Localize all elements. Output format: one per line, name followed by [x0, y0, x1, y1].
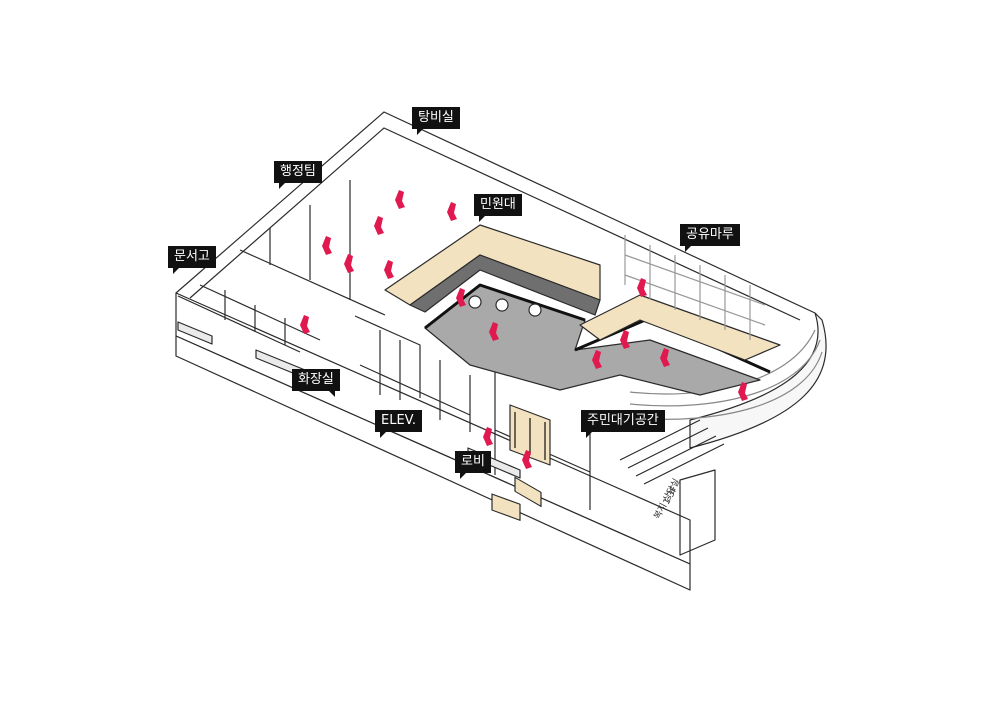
- person-figure: [322, 236, 332, 255]
- label-waiting-area: 주민대기공간: [581, 410, 665, 438]
- label-admin-team: 행정팀: [274, 161, 322, 189]
- partition-admin: [239, 180, 386, 316]
- person-figure: [300, 315, 310, 334]
- person-figure: [344, 254, 354, 273]
- person-figure: [592, 350, 602, 369]
- person-figure: [489, 322, 499, 341]
- person-figure: [374, 216, 384, 235]
- shared-floor-platform: [579, 294, 781, 361]
- person-figure: [395, 190, 405, 209]
- label-restroom: 화장실: [292, 369, 340, 397]
- person-figure: [522, 450, 532, 469]
- person-figure: [384, 260, 394, 279]
- partition-restrooms: [354, 315, 471, 432]
- front-window: [177, 321, 213, 345]
- exterior-wall-left: [175, 111, 816, 314]
- stool: [495, 298, 509, 312]
- waiting-bench-1: [491, 493, 521, 521]
- person-figure: [447, 202, 457, 221]
- person-figure: [620, 330, 630, 349]
- label-archive: 문서고: [168, 246, 216, 274]
- label-service-desk: 민원대: [474, 194, 522, 222]
- stool: [528, 303, 542, 317]
- person-figure: [660, 348, 670, 367]
- person-figure: [637, 278, 647, 297]
- label-pantry: 탕비실: [412, 107, 460, 135]
- label-shared-floor: 공유마루: [680, 224, 740, 252]
- label-elevator: ELEV.: [375, 410, 423, 438]
- service-counter-band: [409, 254, 601, 316]
- person-figure: [738, 382, 748, 401]
- lobby-entrance-inner: [514, 412, 546, 460]
- stool: [468, 295, 482, 309]
- exterior-stairs: [619, 419, 725, 556]
- shared-floor-grid: [624, 235, 766, 340]
- person-figure: [456, 288, 466, 307]
- exterior-wall-left-inner: [189, 127, 801, 321]
- person-figure: [483, 427, 493, 446]
- label-lobby: 로비: [455, 451, 491, 479]
- archive-room: [177, 284, 321, 353]
- waiting-bench-2: [514, 476, 542, 508]
